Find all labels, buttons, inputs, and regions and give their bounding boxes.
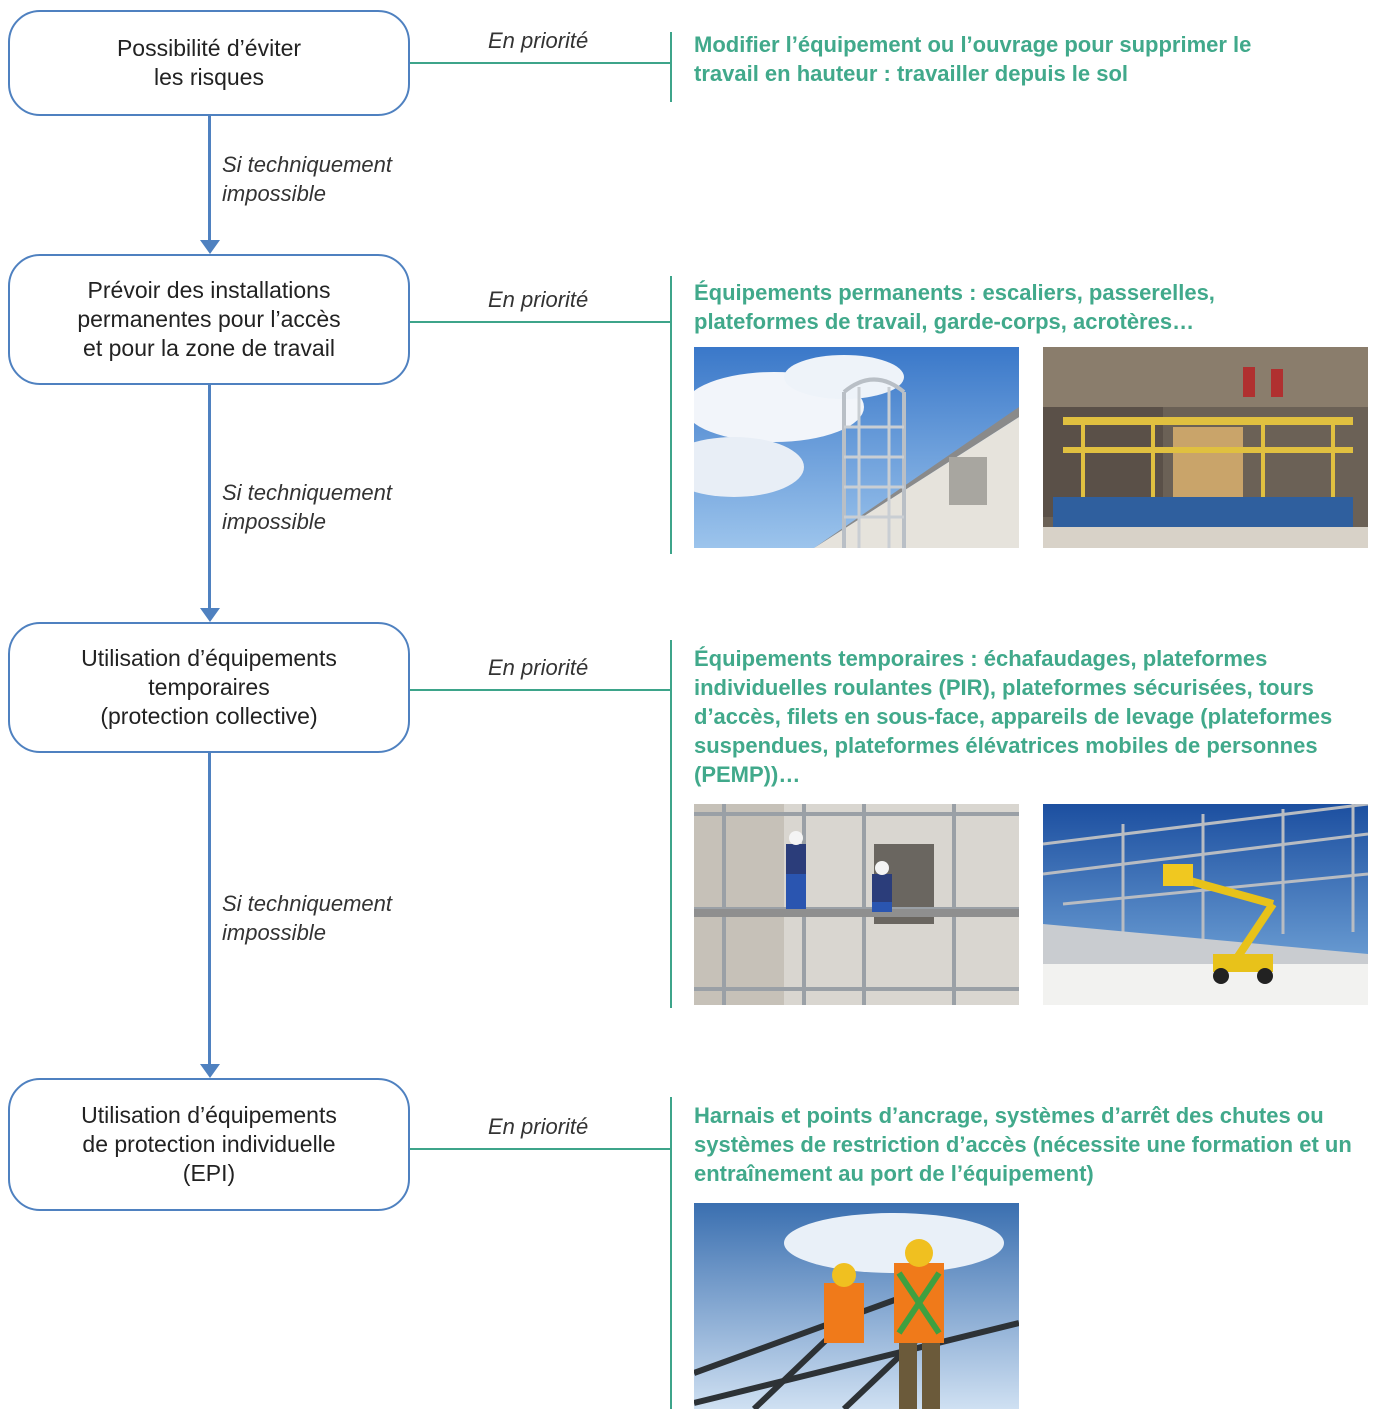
measure-text: Harnais et points d’ancrage, systèmes d’… bbox=[694, 1103, 1352, 1186]
step-box-permanent-installations: Prévoir des installations permanentes po… bbox=[8, 254, 410, 385]
photo-industrial-platform bbox=[1043, 347, 1368, 548]
step-label: Prévoir des installations permanentes po… bbox=[77, 277, 341, 361]
priority-connector bbox=[410, 321, 672, 323]
photo-fixed-ladder bbox=[694, 347, 1019, 548]
priority-connector bbox=[410, 1148, 672, 1150]
priority-label: En priorité bbox=[488, 1114, 589, 1139]
step-label: Utilisation d’équipements temporaires (p… bbox=[81, 645, 337, 729]
step-box-individual-protection: Utilisation d’équipements de protection … bbox=[8, 1078, 410, 1211]
arrow-down-icon bbox=[200, 240, 220, 254]
priority-connector bbox=[410, 689, 672, 691]
measure-bracket bbox=[670, 1097, 672, 1409]
photo-harness-workers bbox=[694, 1203, 1019, 1409]
flow-arrow-line bbox=[208, 753, 211, 1066]
photo-scaffolding bbox=[694, 804, 1019, 1005]
photo-aerial-work-platform bbox=[1043, 804, 1368, 1005]
condition-label: Si techniquement impossible bbox=[222, 480, 392, 534]
measure-text: Modifier l’équipement ou l’ouvrage pour … bbox=[694, 32, 1252, 86]
step-box-avoid-risks: Possibilité d’éviter les risques bbox=[8, 10, 410, 116]
condition-label: Si techniquement impossible bbox=[222, 891, 392, 945]
flow-arrow-line bbox=[208, 385, 211, 610]
measure-text: Équipements permanents : escaliers, pass… bbox=[694, 280, 1215, 334]
step-label: Utilisation d’équipements de protection … bbox=[81, 1102, 337, 1186]
measure-bracket bbox=[670, 32, 672, 102]
priority-connector bbox=[410, 62, 672, 64]
measure-bracket bbox=[670, 276, 672, 554]
priority-label: En priorité bbox=[488, 287, 589, 312]
step-label: Possibilité d’éviter les risques bbox=[116, 35, 302, 90]
priority-label: En priorité bbox=[488, 655, 589, 680]
step-box-temporary-equipment: Utilisation d’équipements temporaires (p… bbox=[8, 622, 410, 753]
measure-bracket bbox=[670, 640, 672, 1008]
measure-text: Équipements temporaires : échafaudages, … bbox=[694, 646, 1333, 787]
priority-label: En priorité bbox=[488, 28, 589, 53]
arrow-down-icon bbox=[200, 608, 220, 622]
arrow-down-icon bbox=[200, 1064, 220, 1078]
condition-label: Si techniquement impossible bbox=[222, 152, 392, 206]
flow-arrow-line bbox=[208, 116, 211, 242]
